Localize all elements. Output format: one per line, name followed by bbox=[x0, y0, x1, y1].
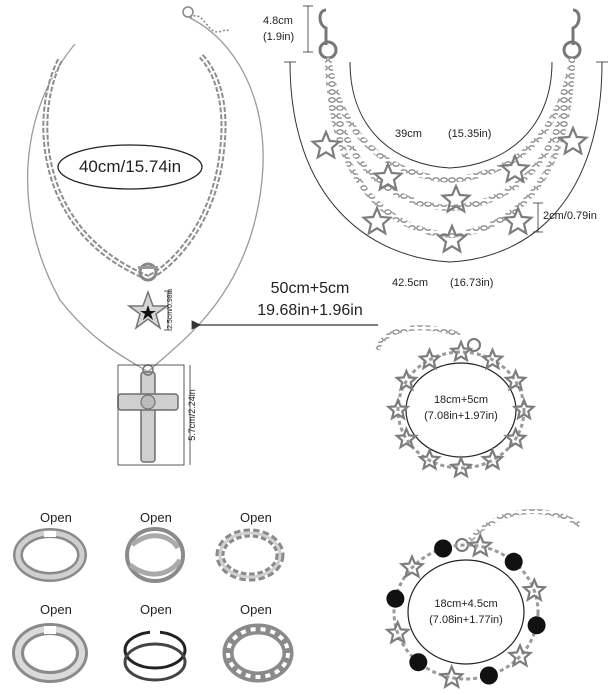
choker-length-label: 40cm/15.74in bbox=[78, 157, 182, 176]
star-charm-icon bbox=[556, 125, 590, 156]
star-link-icon bbox=[417, 447, 442, 471]
star-link-icon bbox=[394, 426, 419, 450]
star-charm-icon bbox=[501, 205, 535, 236]
bead-bracelet-ring bbox=[392, 543, 540, 681]
outer-length-arc bbox=[289, 61, 603, 263]
outer-length-in-label: (16.73in) bbox=[450, 277, 494, 289]
star-link-icon bbox=[417, 346, 442, 371]
long-length-in-label: 19.68in+1.96in bbox=[257, 302, 363, 319]
cross-pendant-icon bbox=[117, 364, 179, 463]
hook-length-in-label: (1.9in) bbox=[263, 31, 295, 43]
star-bracelet-length-line2: (7.08in+1.97in) bbox=[424, 410, 498, 422]
star-link-icon bbox=[506, 642, 534, 668]
star-charm-icon bbox=[439, 183, 473, 214]
black-bead-icon bbox=[479, 666, 498, 685]
star-charm-icon bbox=[498, 153, 532, 184]
star-bracelet-ring bbox=[396, 350, 526, 470]
bead-bracelet-length-line1: 18cm+4.5cm bbox=[434, 598, 498, 610]
ring-3-icon bbox=[215, 528, 285, 582]
waist-chain-stars bbox=[309, 125, 590, 254]
right-hook-icon bbox=[571, 8, 581, 45]
star-link-icon bbox=[480, 447, 505, 471]
bead-bracelet-length-line2: (7.08in+1.77in) bbox=[429, 614, 503, 626]
ring-5-open-label: Open bbox=[140, 602, 172, 617]
black-bead-icon bbox=[434, 539, 453, 558]
star-charm-icon bbox=[371, 161, 405, 192]
star-link-icon bbox=[467, 532, 494, 558]
star-link-icon bbox=[521, 576, 548, 602]
left-hook-icon bbox=[318, 8, 328, 45]
black-bead-icon bbox=[386, 589, 405, 608]
choker-length-ellipse bbox=[57, 144, 203, 190]
toggle-clasp-icon bbox=[138, 262, 158, 282]
star-link-icon bbox=[511, 397, 537, 421]
star-link-icon bbox=[398, 553, 426, 579]
star-link-icon bbox=[384, 619, 411, 645]
outer-length-cm-label: 42.5cm bbox=[392, 277, 429, 289]
star-link-icon bbox=[394, 368, 419, 392]
ring-6-open-label: Open bbox=[240, 602, 272, 617]
bead-bracelet-beads bbox=[384, 532, 548, 689]
ring-4-open-label: Open bbox=[40, 602, 72, 617]
long-length-cm-label: 50cm+5cm bbox=[270, 280, 350, 297]
star-charm-icon bbox=[435, 223, 469, 254]
inner-length-in-label: (15.35in) bbox=[448, 128, 492, 140]
ring-2-icon bbox=[125, 527, 185, 583]
black-bead-icon bbox=[527, 616, 546, 635]
waist-star-size-label: 2cm/0.79in bbox=[543, 210, 597, 222]
ring-3-open-label: Open bbox=[240, 510, 272, 525]
star-link-icon bbox=[503, 426, 528, 450]
waist-chain-group bbox=[284, 5, 608, 263]
bead-bracelet-group bbox=[392, 509, 582, 681]
cross-pendant-size-label: 5.7cm/2.24in bbox=[187, 389, 197, 441]
ring-1-icon bbox=[13, 528, 87, 582]
star-link-icon bbox=[503, 368, 528, 392]
necklace-extender bbox=[189, 14, 231, 33]
star-bracelet-group bbox=[375, 325, 526, 470]
star-link-icon bbox=[448, 339, 474, 363]
extender-ring-icon bbox=[182, 6, 194, 18]
star-pendant-size-label: 2.5cm/0.98in bbox=[167, 288, 174, 329]
ring-2-open-label: Open bbox=[140, 510, 172, 525]
star-link-icon bbox=[385, 397, 411, 421]
black-bead-icon bbox=[409, 653, 428, 672]
ring-4-icon bbox=[12, 623, 88, 683]
ring-5-icon bbox=[123, 628, 187, 682]
inner-length-arc bbox=[349, 61, 553, 169]
star-link-icon bbox=[480, 346, 505, 371]
star-charm-icon bbox=[309, 129, 343, 160]
inner-length-cm-label: 39cm bbox=[395, 128, 422, 140]
necklace-group bbox=[26, 6, 378, 466]
star-bracelet-stars bbox=[385, 339, 537, 479]
ring-1-open-label: Open bbox=[40, 510, 72, 525]
star-bracelet-length-line1: 18cm+5cm bbox=[433, 394, 489, 406]
star-charm-icon bbox=[360, 205, 394, 236]
star-link-icon bbox=[438, 663, 465, 689]
black-bead-icon bbox=[504, 552, 523, 571]
hook-length-cm-label: 4.8cm bbox=[263, 15, 293, 27]
bead-bracelet-length-ellipse bbox=[407, 559, 525, 665]
ring-6-icon bbox=[222, 623, 294, 683]
star-link-icon bbox=[448, 455, 474, 479]
